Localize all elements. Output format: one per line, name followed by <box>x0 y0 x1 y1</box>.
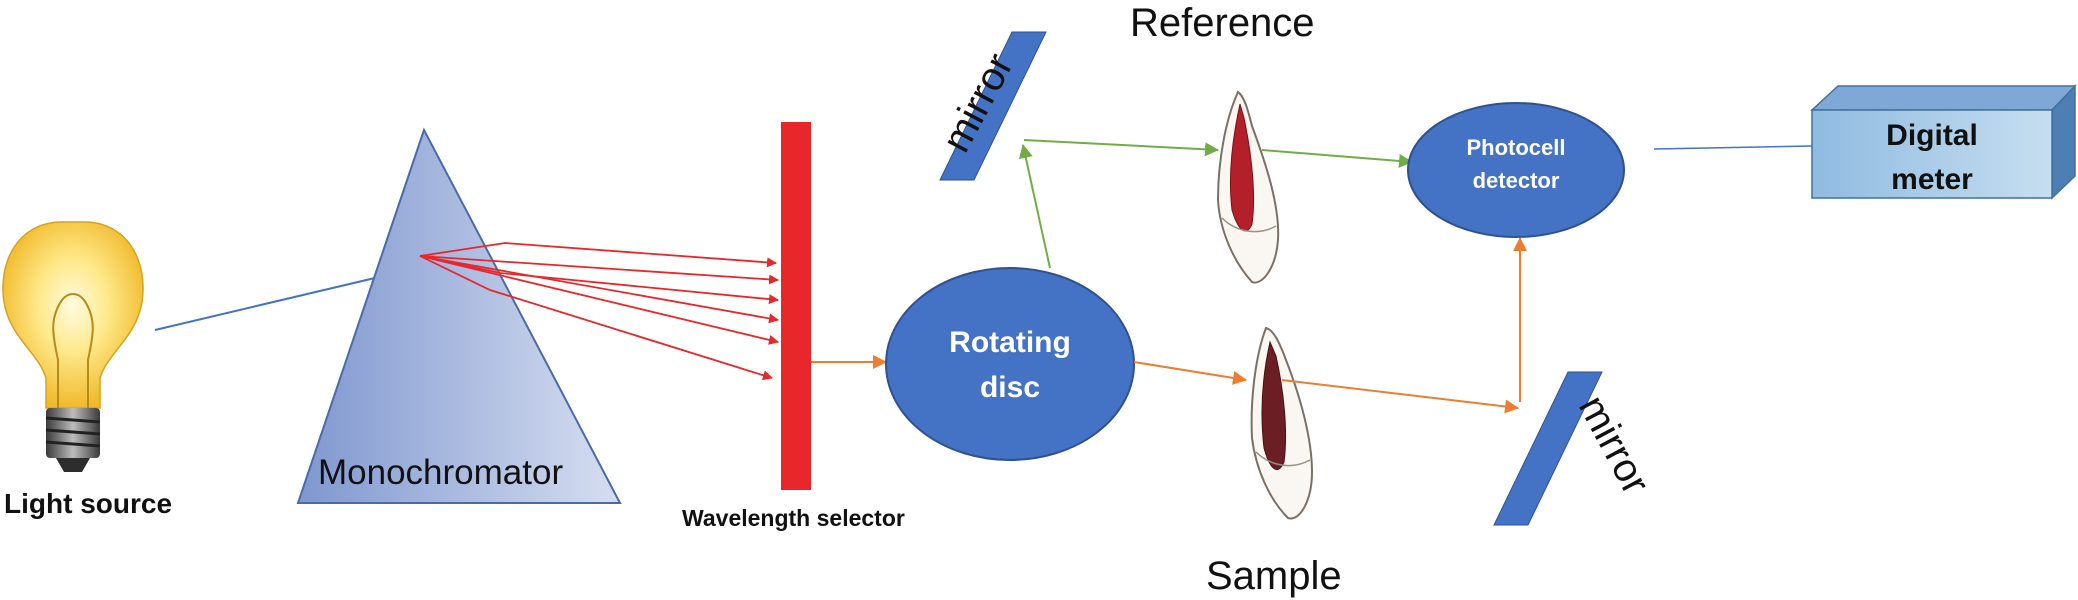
rotating-disc <box>885 267 1135 461</box>
rotating-disc-label-line2: disc <box>980 371 1040 404</box>
ray-4 <box>419 255 779 324</box>
top-mirror <box>939 31 1047 181</box>
light-bulb-icon <box>2 221 144 472</box>
photocell-detector <box>1407 102 1625 238</box>
monochromator-label: Monochromator <box>318 453 563 492</box>
disc-to-sample-arrow <box>1133 361 1247 385</box>
light-source-label: Light source <box>4 488 172 519</box>
monochromator-prism <box>296 127 622 504</box>
wavelength-selector-bar <box>781 122 811 490</box>
bottom-mirror-label: mirror <box>1570 389 1658 502</box>
mirror-to-reference-arrow <box>1023 139 1219 157</box>
digital-meter-label-line1: Digital <box>1886 119 1978 152</box>
wavelength-selector-label: Wavelength selector <box>682 505 905 531</box>
bottom-mirror <box>1493 371 1603 526</box>
dispersed-rays <box>419 242 779 381</box>
digital-meter <box>1810 84 2077 200</box>
ray-6 <box>419 255 773 381</box>
rotating-disc-label-line1: Rotating <box>949 326 1071 359</box>
sample-label: Sample <box>1206 554 1342 598</box>
sample-to-mirror-arrow <box>1281 379 1519 414</box>
reference-label: Reference <box>1130 1 1315 45</box>
light-beam-arrow <box>154 269 397 331</box>
ray-1 <box>419 242 777 268</box>
photocell-label-line2: detector <box>1473 168 1560 193</box>
ray-2 <box>419 255 779 285</box>
reference-to-detector-arrow <box>1261 149 1413 168</box>
reference-tooth-icon <box>1216 90 1280 284</box>
sample-tooth-icon <box>1250 326 1314 520</box>
photocell-label-line1: Photocell <box>1466 135 1565 160</box>
disc-to-mirror-arrow <box>1018 144 1051 269</box>
ray-5 <box>419 255 779 345</box>
digital-meter-label-line2: meter <box>1891 163 1973 196</box>
detector-to-meter-line <box>1653 145 1813 150</box>
